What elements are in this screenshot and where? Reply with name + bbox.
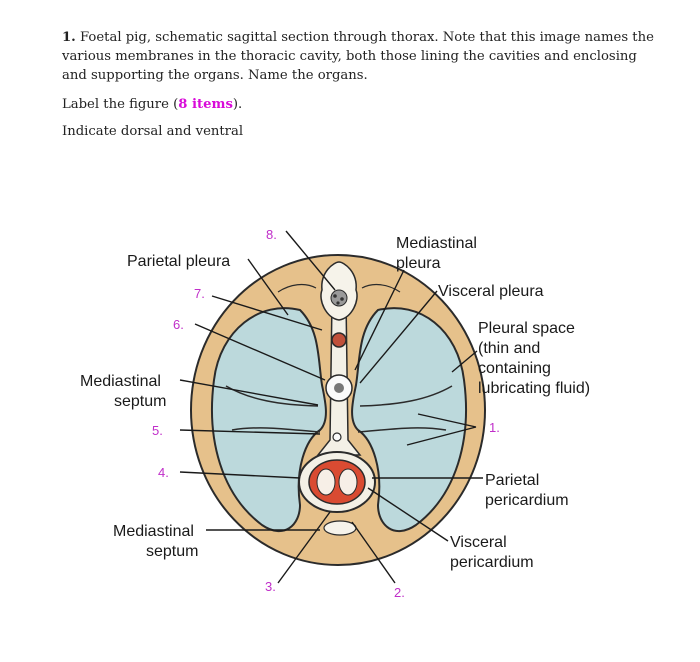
number-7: 7. (194, 286, 205, 301)
label-parietal-pericardium-2: pericardium (485, 492, 569, 509)
question-body: Foetal pig, schematic sagittal section t… (62, 30, 654, 83)
label-mediastinal-pleura-2: pleura (396, 255, 441, 272)
right-pleural-cavity (351, 307, 467, 532)
question-number: 1. (62, 30, 76, 45)
label-mediastinal-septum-1a: Mediastinal (80, 373, 161, 390)
label-mediastinal-septum-1b: septum (114, 393, 166, 410)
label-mediastinal-septum-2b: septum (146, 543, 198, 560)
label-visceral-pleura: Visceral pleura (438, 283, 544, 300)
item-count: 8 items (178, 97, 233, 112)
indicate-instruction: Indicate dorsal and ventral (62, 124, 244, 139)
number-3: 3. (265, 579, 276, 594)
number-6: 6. (173, 317, 184, 332)
sternum (323, 520, 357, 536)
label-pleural-space-2: (thin and (478, 340, 540, 357)
label-parietal-pleura: Parietal pleura (127, 253, 230, 270)
question-text: 1. Foetal pig, schematic sagittal sectio… (62, 28, 662, 85)
number-1: 1. (489, 420, 500, 435)
label-pleural-space-3: containing (478, 360, 551, 377)
leader-lines (179, 230, 483, 584)
aorta (331, 332, 347, 348)
number-2: 2. (394, 585, 405, 600)
number-5: 5. (152, 423, 163, 438)
number-4: 4. (158, 465, 169, 480)
label-parietal-pericardium-1: Parietal (485, 472, 539, 489)
label-pleural-space-4: lubricating fluid) (478, 380, 590, 397)
label-pleural-space-1: Pleural space (478, 320, 575, 337)
label-visceral-pericardium-2: pericardium (450, 554, 534, 571)
label-mediastinal-septum-2a: Mediastinal (113, 523, 194, 540)
label-visceral-pericardium-1: Visceral (450, 534, 507, 551)
label-instruction: Label the figure (8 items). (62, 97, 243, 112)
label-mediastinal-pleura-1: Mediastinal (396, 235, 477, 252)
number-8: 8. (266, 227, 277, 242)
